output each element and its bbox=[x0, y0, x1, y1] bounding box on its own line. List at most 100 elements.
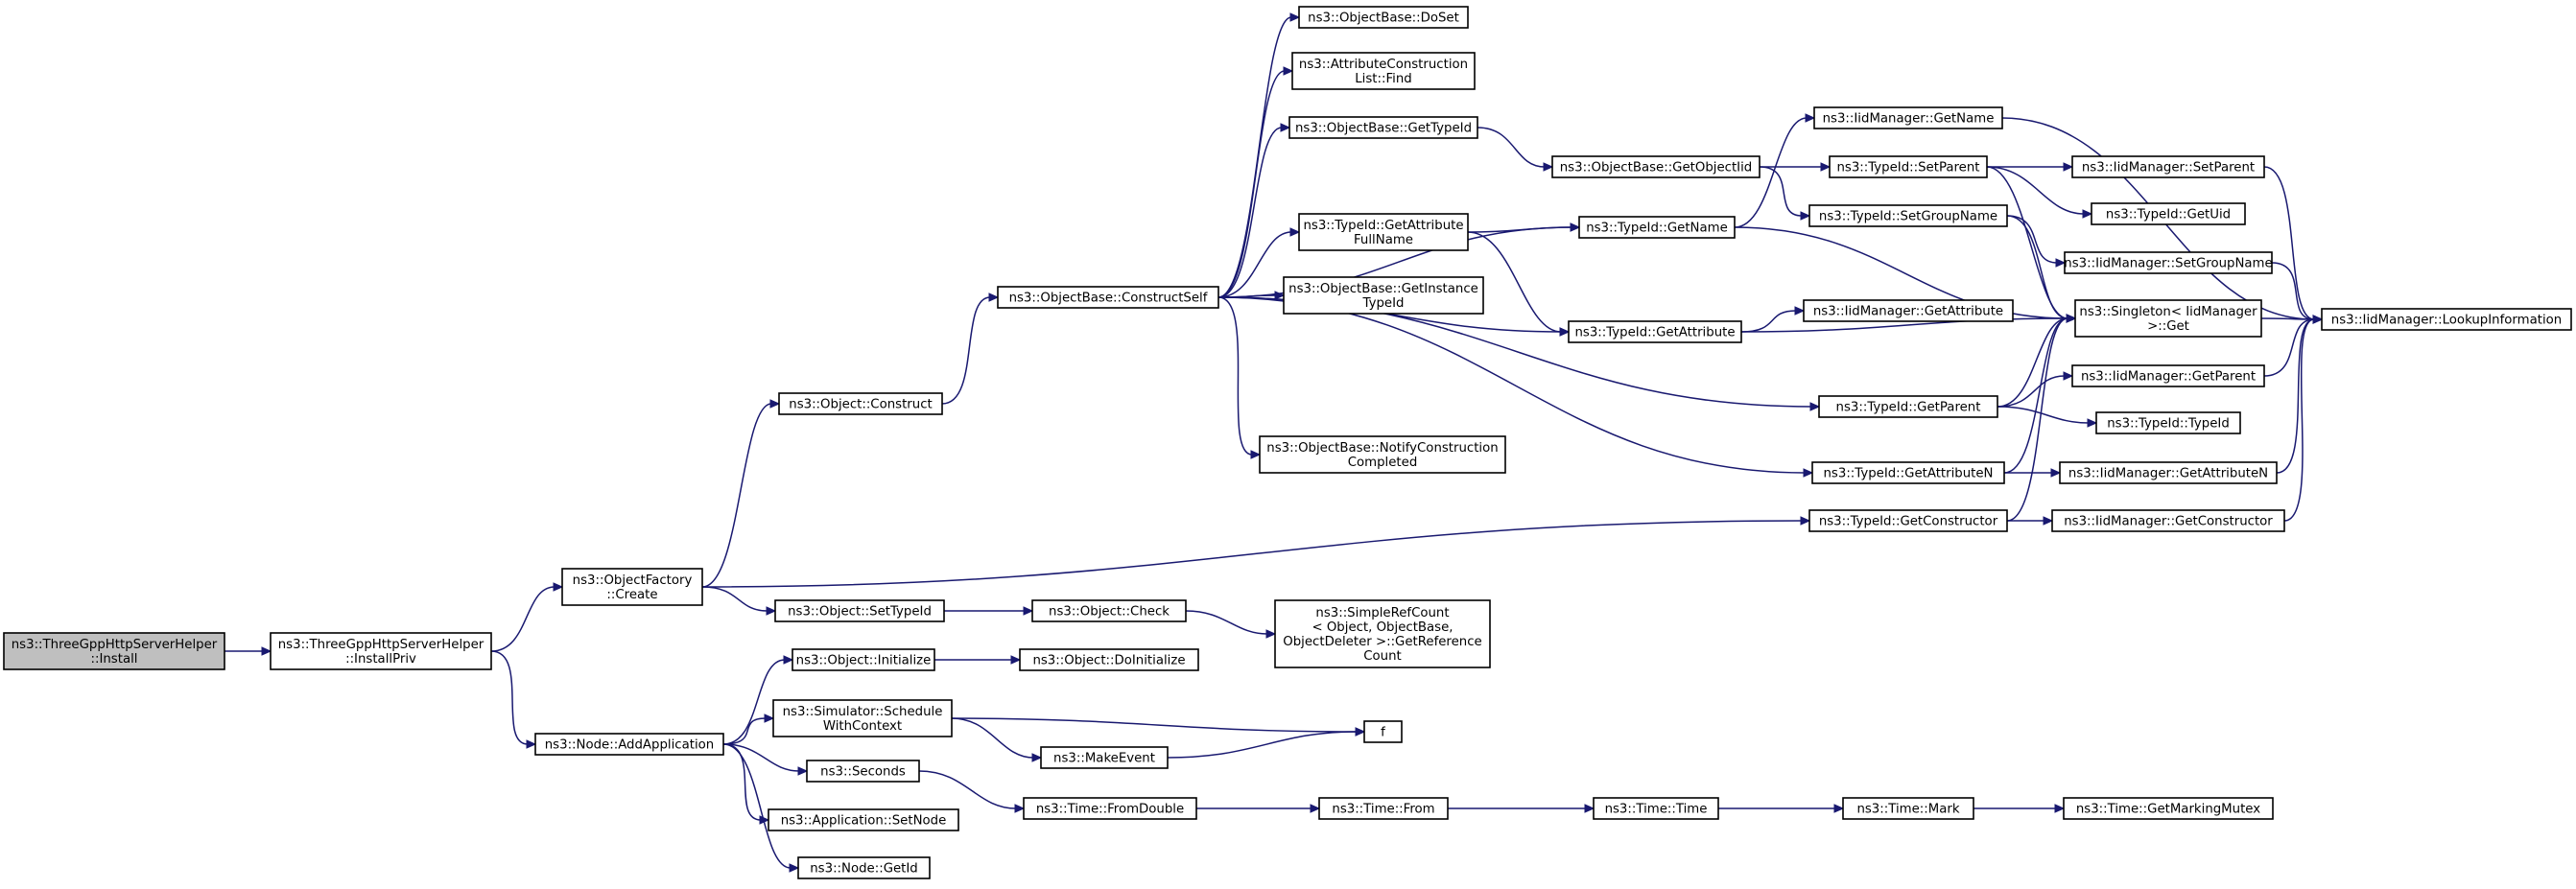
node-iidgetattrn[interactable]: ns3::IidManager::GetAttributeN bbox=[2059, 461, 2278, 484]
edge-timemark-to-markmutex bbox=[1973, 804, 2066, 813]
node-label: ns3::IidManager::GetConstructor bbox=[2064, 515, 2273, 529]
arrowhead bbox=[1280, 123, 1291, 132]
node-construct[interactable]: ns3::Object::Construct bbox=[778, 392, 943, 415]
node-box bbox=[772, 699, 953, 737]
node-label: ns3::IidManager::SetGroupName bbox=[2064, 257, 2272, 271]
node-box bbox=[1259, 435, 1506, 474]
node-getobjiid[interactable]: ns3::ObjectBase::GetObjectIid bbox=[1551, 155, 1761, 178]
node-box bbox=[1593, 797, 1719, 820]
edge-timetime-to-timemark bbox=[1718, 804, 1845, 813]
edge-tidgetparent-to-iidgetparent bbox=[1997, 371, 2074, 408]
arrowhead bbox=[2043, 516, 2054, 526]
arrowhead bbox=[553, 582, 564, 592]
node-label: ::InstallPriv bbox=[345, 652, 416, 667]
node-timemark[interactable]: ns3::Time::Mark bbox=[1842, 797, 1974, 820]
node-box bbox=[1578, 216, 1736, 239]
node-f[interactable]: f bbox=[1363, 720, 1403, 743]
node-tidtypeid[interactable]: ns3::TypeId::TypeId bbox=[2095, 411, 2241, 434]
node-iidsetgroup[interactable]: ns3::IidManager::SetGroupName bbox=[2064, 251, 2273, 274]
node-label: ns3::Application::SetNode bbox=[781, 814, 947, 829]
node-label: ns3::ObjectBase::GetTypeId bbox=[1295, 122, 1472, 136]
node-iidgetattr[interactable]: ns3::IidManager::GetAttribute bbox=[1803, 299, 2014, 322]
node-box bbox=[2059, 461, 2278, 484]
node-doinit[interactable]: ns3::Object::DoInitialize bbox=[1019, 648, 1199, 671]
node-label: ns3::ObjectFactory bbox=[573, 573, 693, 588]
node-label: TypeId bbox=[1362, 296, 1405, 311]
node-fromdouble[interactable]: ns3::Time::FromDouble bbox=[1023, 797, 1197, 820]
node-installpriv[interactable]: ns3::ThreeGppHttpServerHelper::InstallPr… bbox=[270, 632, 492, 670]
node-tidgetuid[interactable]: ns3::TypeId::GetUid bbox=[2091, 202, 2246, 225]
node-tidgetctor[interactable]: ns3::TypeId::GetConstructor bbox=[1808, 509, 2008, 532]
node-refcount[interactable]: ns3::SimpleRefCount< Object, ObjectBase,… bbox=[1274, 599, 1491, 668]
node-label: ns3::ObjectBase::ConstructSelf bbox=[1009, 292, 1208, 306]
node-box bbox=[2095, 411, 2241, 434]
edge-install-to-installpriv bbox=[225, 646, 272, 656]
node-tidgetparent[interactable]: ns3::TypeId::GetParent bbox=[1818, 395, 1998, 418]
node-label: ns3::Object::SetTypeId bbox=[788, 605, 932, 620]
edge-timefrom-to-timetime bbox=[1448, 804, 1595, 813]
arrowhead bbox=[1584, 804, 1595, 813]
arrowhead bbox=[2066, 314, 2077, 323]
edge-addapp-to-seconds bbox=[722, 743, 809, 776]
edge-addapp-to-schedctx bbox=[722, 714, 775, 745]
node-timetime[interactable]: ns3::Time::Time bbox=[1593, 797, 1719, 820]
node-tidgetattrn[interactable]: ns3::TypeId::GetAttributeN bbox=[1811, 461, 2005, 484]
edge-constructself-to-notifycc bbox=[1217, 296, 1262, 459]
node-nodegetid[interactable]: ns3::Node::GetId bbox=[797, 856, 931, 879]
node-seconds[interactable]: ns3::Seconds bbox=[806, 760, 920, 783]
node-objcheck[interactable]: ns3::Object::Check bbox=[1031, 599, 1187, 622]
edge-initialize-to-doinit bbox=[934, 655, 1022, 665]
node-box bbox=[1288, 116, 1478, 139]
arrowhead bbox=[1265, 629, 1277, 639]
edge-getattrfull-to-tidgetname bbox=[1467, 222, 1581, 233]
node-label: ns3::Object::Check bbox=[1049, 605, 1170, 620]
node-tidgetattr[interactable]: ns3::TypeId::GetAttribute bbox=[1568, 320, 1742, 343]
node-addapp[interactable]: ns3::Node::AddApplication bbox=[534, 733, 724, 756]
node-gettypeid[interactable]: ns3::ObjectBase::GetTypeId bbox=[1288, 116, 1478, 139]
node-timefrom[interactable]: ns3::Time::From bbox=[1318, 797, 1449, 820]
node-tidgetname[interactable]: ns3::TypeId::GetName bbox=[1578, 216, 1736, 239]
arrowhead bbox=[1559, 327, 1571, 337]
node-box bbox=[1813, 106, 2003, 129]
arrowhead bbox=[1833, 804, 1845, 813]
node-doset[interactable]: ns3::ObjectBase::DoSet bbox=[1298, 6, 1469, 29]
node-iidgetparent[interactable]: ns3::IidManager::GetParent bbox=[2071, 364, 2265, 387]
edge-tidgetattr-to-iidgetattr bbox=[1740, 306, 1806, 333]
arrowhead bbox=[1820, 162, 1832, 172]
node-tidsetgroup[interactable]: ns3::TypeId::SetGroupName bbox=[1808, 204, 2008, 227]
arrowhead bbox=[2063, 162, 2074, 172]
node-markmutex[interactable]: ns3::Time::GetMarkingMutex bbox=[2063, 797, 2274, 820]
node-label: ns3::Object::DoInitialize bbox=[1032, 654, 1185, 668]
node-tidsetparent[interactable]: ns3::TypeId::SetParent bbox=[1829, 155, 1988, 178]
node-box bbox=[1811, 461, 2005, 484]
node-initialize[interactable]: ns3::Object::Initialize bbox=[792, 648, 935, 671]
node-lookup[interactable]: ns3::IidManager::LookupInformation bbox=[2321, 308, 2572, 331]
node-label: ns3::IidManager::GetParent bbox=[2081, 370, 2256, 385]
node-makeevent[interactable]: ns3::MakeEvent bbox=[1040, 746, 1169, 769]
edge-installpriv-to-factorycreate bbox=[490, 582, 564, 652]
node-setnode[interactable]: ns3::Application::SetNode bbox=[768, 808, 959, 831]
edge-gettypeid-to-getobjiid bbox=[1477, 127, 1554, 172]
node-box bbox=[1808, 509, 2008, 532]
arrowhead bbox=[1283, 66, 1294, 76]
node-factorycreate[interactable]: ns3::ObjectFactory::Create bbox=[561, 568, 703, 606]
arrowhead bbox=[769, 399, 781, 409]
edge-objcheck-to-refcount bbox=[1185, 610, 1277, 639]
arrowhead bbox=[1800, 516, 1811, 526]
node-iidsetparent[interactable]: ns3::IidManager::SetParent bbox=[2071, 155, 2265, 178]
node-iidgetctor[interactable]: ns3::IidManager::GetConstructor bbox=[2051, 509, 2285, 532]
node-label: f bbox=[1381, 726, 1385, 740]
node-notifycc[interactable]: ns3::ObjectBase::NotifyConstructionCompl… bbox=[1259, 435, 1506, 474]
node-install[interactable]: ns3::ThreeGppHttpServerHelper::Install bbox=[3, 632, 225, 670]
node-settypeid[interactable]: ns3::Object::SetTypeId bbox=[774, 599, 945, 622]
node-singleton[interactable]: ns3::Singleton< IidManager >::Get bbox=[2074, 299, 2262, 338]
node-constructself[interactable]: ns3::ObjectBase::ConstructSelf bbox=[997, 286, 1219, 309]
arrowhead bbox=[1014, 804, 1026, 813]
node-box bbox=[1019, 648, 1199, 671]
node-iidgetname[interactable]: ns3::IidManager::GetName bbox=[1813, 106, 2003, 129]
